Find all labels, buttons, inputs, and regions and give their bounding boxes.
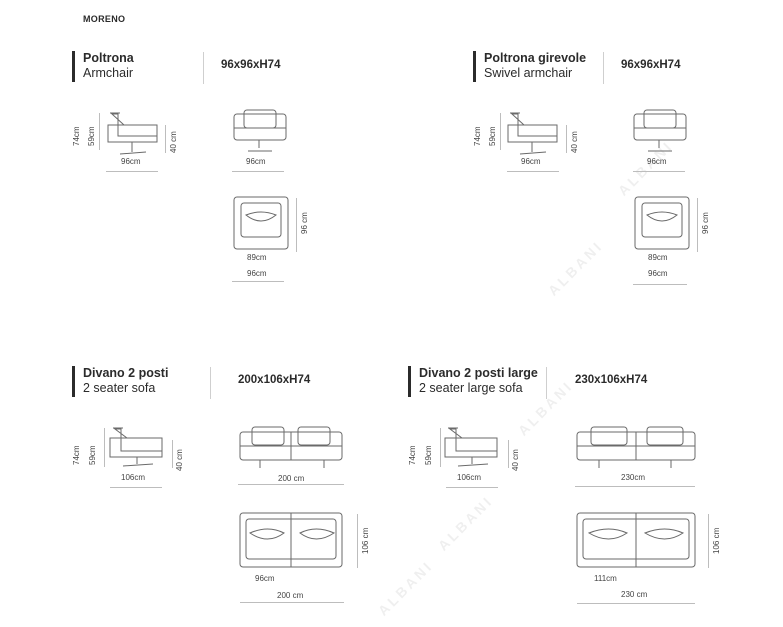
overall-dimensions: 96x96xH74: [221, 59, 281, 71]
watermark: ALBANI: [434, 492, 497, 554]
depth-label: 106cm: [121, 473, 146, 482]
arm-height-label: 40 cm: [511, 449, 520, 471]
top-width-label: 200 cm: [277, 591, 304, 600]
top-width-label: 96cm: [648, 269, 668, 278]
top-inner-label: 89cm: [247, 253, 267, 262]
overall-dimensions: 200x106xH74: [238, 374, 311, 386]
product-name-it: Divano 2 posti: [83, 366, 169, 380]
side-view-drawing: [107, 112, 158, 155]
top-inner-label: 89cm: [648, 253, 668, 262]
product-name-it: Poltrona: [83, 51, 134, 65]
title-separator: [546, 367, 547, 399]
height-label: 74cm: [408, 445, 417, 465]
height-label: 74cm: [72, 126, 81, 146]
arm-height-label: 40 cm: [175, 449, 184, 471]
front-view-drawing: [576, 426, 696, 468]
front-view-drawing: [233, 109, 287, 152]
product-title: Poltrona girevole Swivel armchair: [473, 51, 586, 82]
top-width-label: 230 cm: [621, 590, 648, 599]
side-view-drawing: [507, 112, 558, 155]
front-view-drawing: [633, 109, 687, 152]
title-separator: [210, 367, 211, 399]
watermark: ALBANI: [374, 557, 437, 619]
depth-label: 106cm: [457, 473, 482, 482]
watermark: ALBANI: [544, 237, 607, 299]
top-view-drawing: [233, 196, 289, 250]
top-depth-label: 106 cm: [361, 527, 370, 554]
depth-label: 96cm: [121, 157, 141, 166]
front-width-label: 230cm: [621, 473, 646, 482]
top-depth-label: 96 cm: [300, 212, 309, 234]
brand-name: MORENO: [83, 14, 126, 24]
top-view-drawing: [239, 512, 343, 568]
product-name-en: Swivel armchair: [484, 66, 573, 80]
seat-height-label: 59cm: [424, 445, 433, 465]
side-view-drawing: [444, 427, 498, 467]
top-depth-label: 96 cm: [701, 212, 710, 234]
product-name-en: 2 seater sofa: [83, 381, 156, 395]
seat-height-label: 59cm: [87, 126, 96, 146]
overall-dimensions: 96x96xH74: [621, 59, 681, 71]
title-separator: [203, 52, 204, 84]
seat-height-label: 59cm: [88, 445, 97, 465]
front-width-label: 96cm: [246, 157, 266, 166]
product-title: Poltrona Armchair: [72, 51, 134, 82]
top-view-drawing: [634, 196, 690, 250]
product-title: Divano 2 posti large 2 seater large sofa: [408, 366, 538, 397]
product-name-it: Poltrona girevole: [484, 51, 587, 65]
front-view-drawing: [239, 426, 343, 468]
height-label: 74cm: [473, 126, 482, 146]
top-inner-label: 96cm: [255, 574, 275, 583]
side-view-drawing: [109, 427, 163, 467]
top-depth-label: 106 cm: [712, 527, 721, 554]
seat-height-label: 59cm: [488, 126, 497, 146]
top-inner-label: 111cm: [594, 574, 617, 583]
arm-height-label: 40 cm: [169, 131, 178, 153]
overall-dimensions: 230x106xH74: [575, 374, 648, 386]
depth-label: 96cm: [521, 157, 541, 166]
product-title: Divano 2 posti 2 seater sofa: [72, 366, 168, 397]
product-name-en: Armchair: [83, 66, 134, 80]
product-name-en: 2 seater large sofa: [419, 381, 523, 395]
title-separator: [603, 52, 604, 84]
arm-height-label: 40 cm: [570, 131, 579, 153]
height-label: 74cm: [72, 445, 81, 465]
front-width-label: 200 cm: [278, 474, 305, 483]
top-width-label: 96cm: [247, 269, 267, 278]
product-name-it: Divano 2 posti large: [419, 366, 538, 380]
top-view-drawing: [576, 512, 696, 568]
front-width-label: 96cm: [647, 157, 667, 166]
